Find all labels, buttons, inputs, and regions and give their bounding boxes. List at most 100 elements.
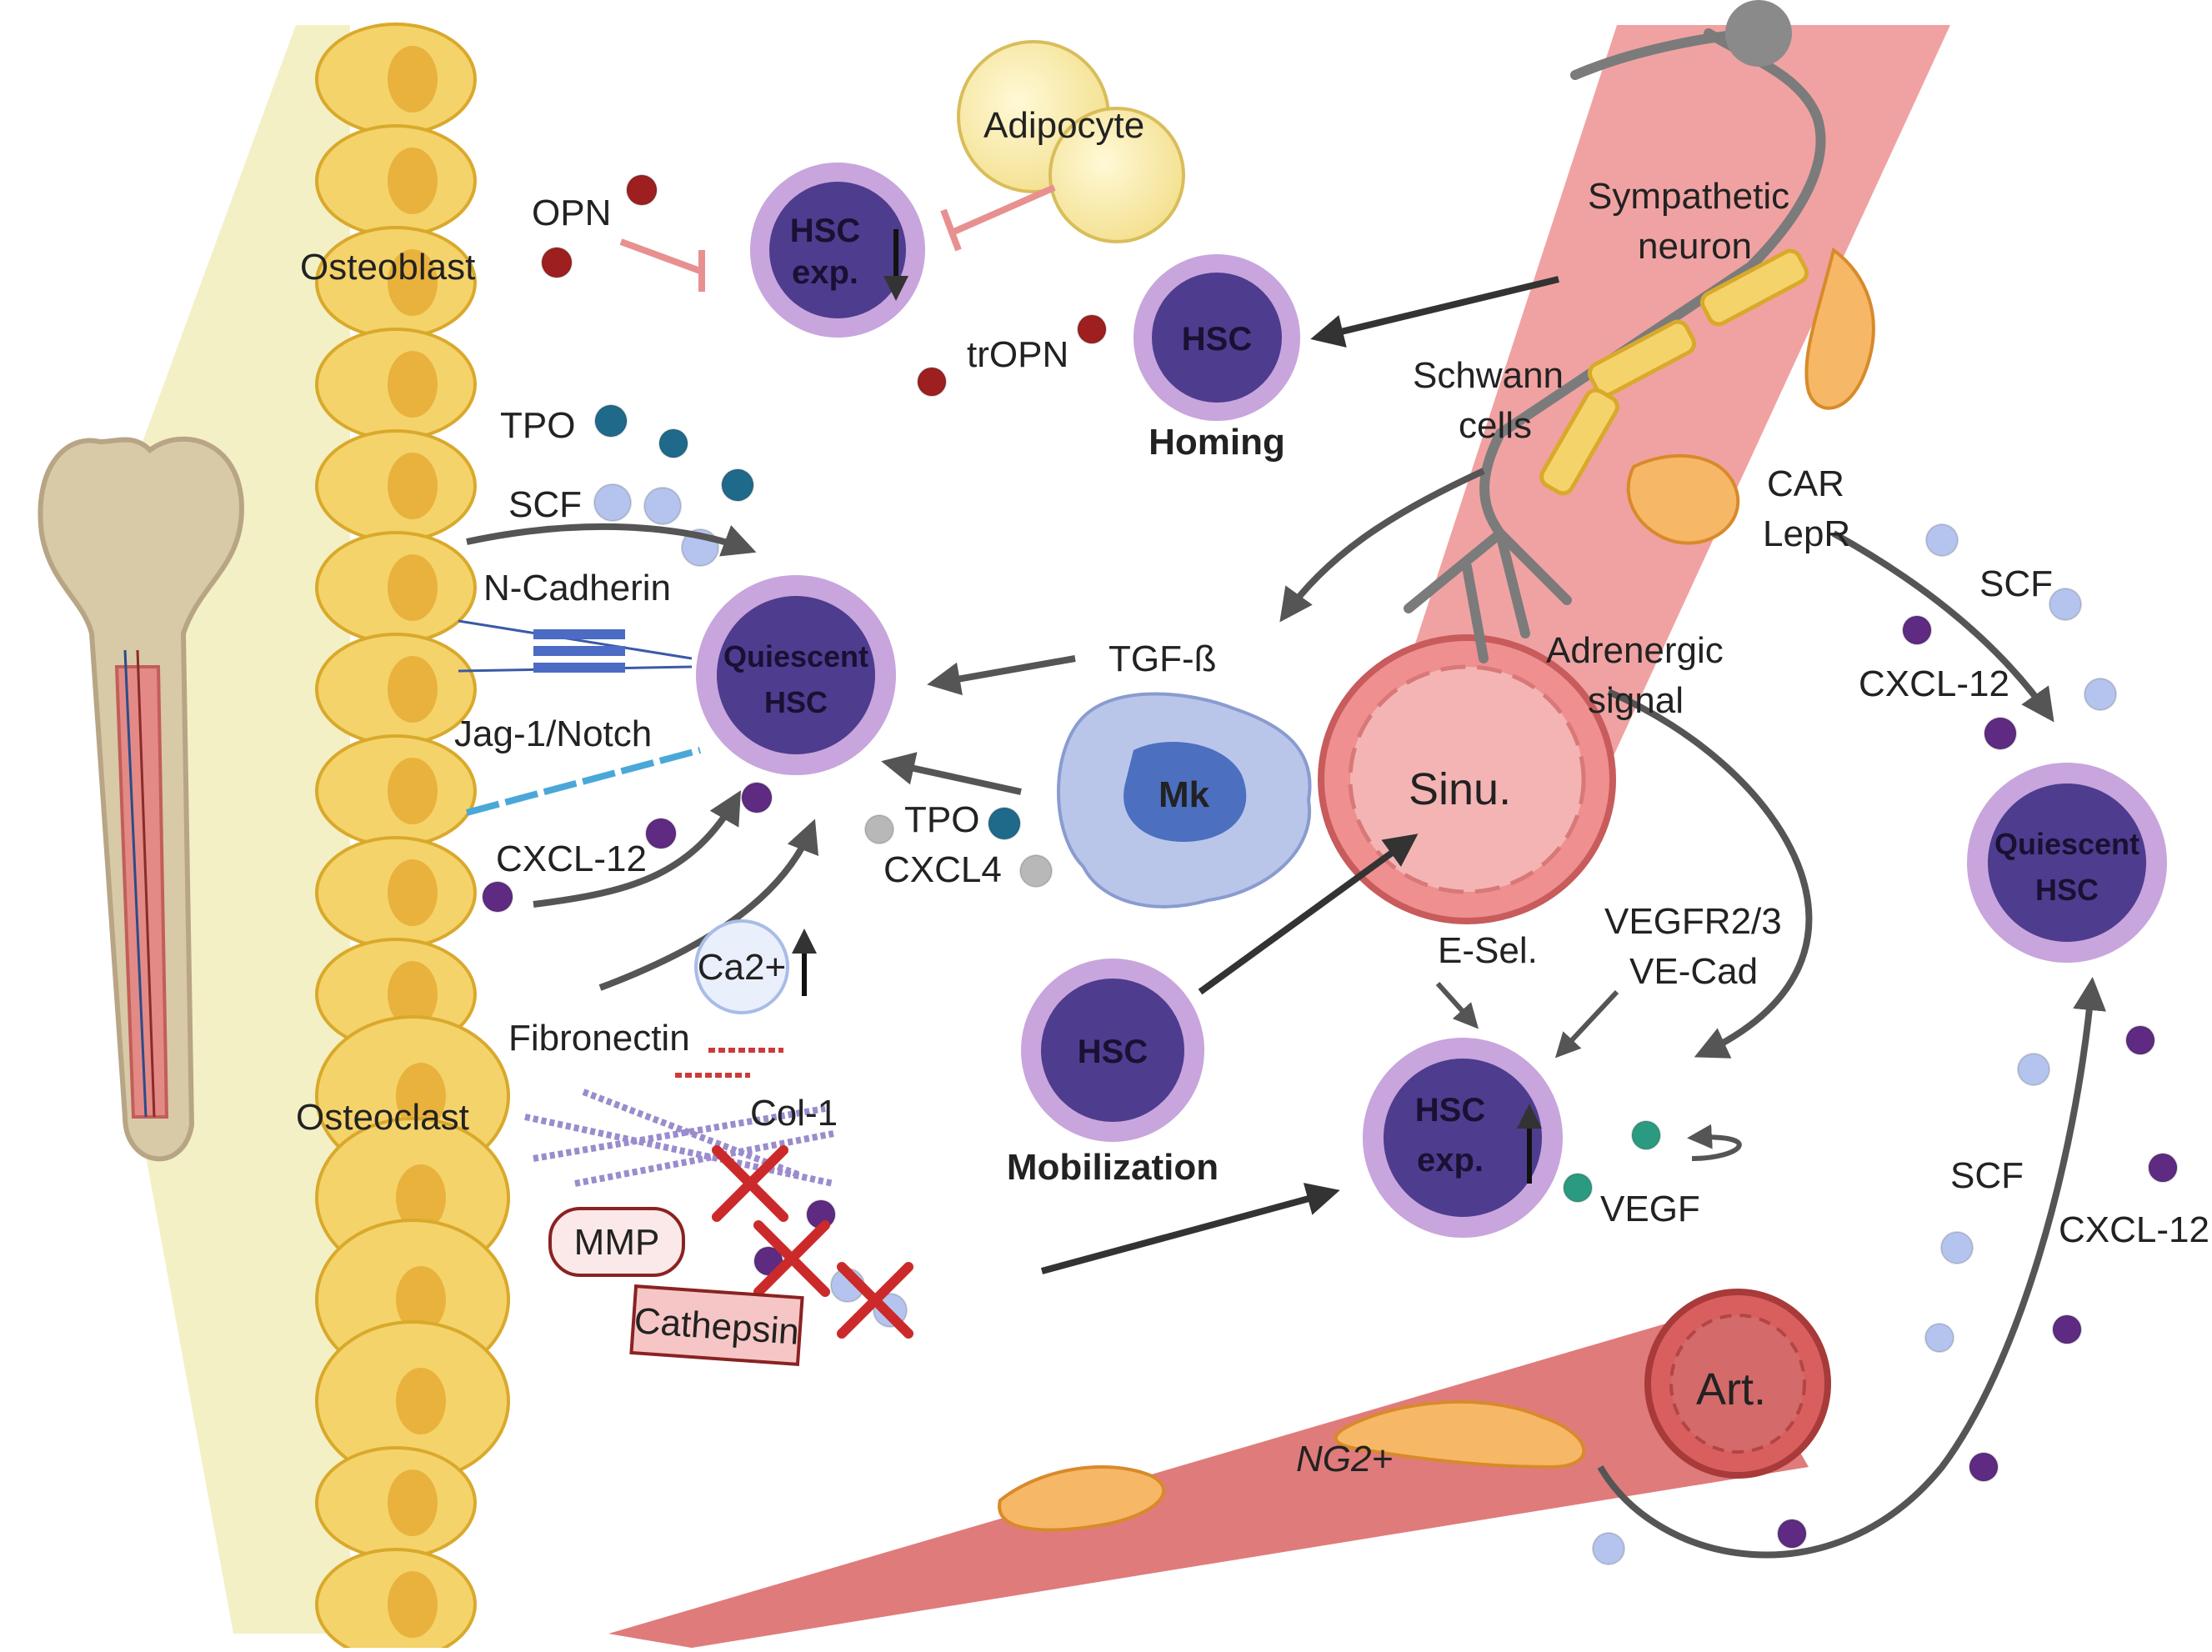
adipocyte-label: Adipocyte: [983, 105, 1144, 146]
esel-label: E-Sel.: [1438, 930, 1538, 971]
tropn-label: trOPN: [967, 334, 1068, 375]
tpo-molecule: [721, 468, 754, 502]
cxcl12-molecule: [1777, 1519, 1807, 1549]
cell-nucleus: [396, 1368, 446, 1434]
cxcl12-molecule: [1984, 717, 2017, 750]
cxcl12-molecule: [1969, 1452, 1999, 1482]
hsc-exp-up-line1: HSC: [1415, 1092, 1485, 1129]
scf-label-1: SCF: [508, 484, 582, 525]
quiescent-hsc-1-line1: Quiescent: [723, 639, 868, 673]
scf-molecule: [2084, 678, 2117, 711]
car-label: CAR: [1767, 463, 1844, 504]
tpo-label-1: TPO: [500, 405, 575, 446]
labels: Osteoblast Osteoclast OPN trOPN Adipocyt…: [296, 105, 2209, 1479]
sympathetic-label-2: neuron: [1638, 226, 1752, 267]
tpo-molecule: [1563, 1173, 1593, 1203]
ca2-label: Ca2+: [698, 947, 786, 988]
cxcl12-label-2: CXCL-12: [1859, 663, 2009, 704]
opn-molecule: [917, 367, 947, 397]
hsc-exp-up-line2: exp.: [1417, 1142, 1484, 1179]
cell-nucleus: [388, 656, 438, 723]
quiescent-hsc-endosteal: Quiescent HSC: [696, 575, 896, 775]
cxcl4-label: CXCL4: [883, 849, 1002, 890]
tpo-molecule: [658, 428, 688, 458]
gray-factor-molecule: [864, 814, 894, 844]
homing-label: Homing: [1149, 422, 1285, 463]
cell-nucleus: [388, 148, 438, 214]
cxcl12-molecule: [2125, 1025, 2155, 1055]
scf-molecule: [1592, 1532, 1625, 1565]
lepr-label: LepR: [1763, 513, 1850, 554]
tpo-molecule: [1631, 1120, 1661, 1150]
quiescent-hsc-1-line2: HSC: [764, 685, 828, 719]
ng2-pericyte-cells: [998, 1399, 1586, 1532]
cxcl12-molecule: [2052, 1314, 2082, 1344]
mmp-box: MMP: [548, 1207, 685, 1277]
quiescent-hsc-perivascular: Quiescent HSC: [1967, 763, 2167, 963]
sinusoid-label: Sinu.: [1409, 764, 1511, 814]
vegf-label: VEGF: [1600, 1189, 1700, 1229]
hsc-homing-label: HSC: [1182, 321, 1252, 358]
cell-nucleus: [388, 1469, 438, 1536]
hsc-expansion-decreased: HSC exp.: [750, 163, 925, 338]
quiescent-hsc-2-line2: HSC: [2035, 873, 2099, 907]
osteoclast-label: Osteoclast: [296, 1097, 469, 1138]
mobilization-label: Mobilization: [1007, 1147, 1219, 1188]
tgfb-label: TGF-ß: [1109, 638, 1217, 679]
factor-dots: [482, 174, 2178, 1565]
hsc-expansion-increased: HSC exp.: [1363, 1038, 1563, 1238]
cxcl12-molecule: [2148, 1153, 2178, 1183]
cathepsin-box: Cathepsin: [629, 1284, 804, 1367]
mk-label: Mk: [1159, 774, 1210, 815]
cxcl12-molecule: [741, 782, 773, 813]
gray-factor-molecule: [1019, 854, 1053, 888]
osteoblast-column: [315, 23, 510, 1652]
adrenergic-label-1: Adrenergic: [1546, 630, 1724, 671]
scf-molecule: [1940, 1231, 1974, 1264]
inhibition-crosses: [712, 1145, 913, 1339]
arrows: [466, 184, 2107, 1559]
cell-nucleus: [388, 249, 438, 316]
scf-label-3: SCF: [1950, 1155, 2024, 1196]
cxcl12-molecule: [645, 818, 677, 849]
col1-label: Col-1: [750, 1093, 838, 1134]
megakaryocyte: [1057, 692, 1312, 909]
arteriole-vessel: [608, 1289, 1831, 1648]
cell-nucleus: [388, 554, 438, 621]
arteriole-label: Art.: [1696, 1364, 1766, 1414]
opn-molecule: [626, 174, 658, 206]
calcium-bubble: Ca2+: [694, 919, 817, 1014]
sympathetic-neuron: [1404, 0, 1826, 663]
tpo-label-2: TPO: [904, 799, 979, 840]
cell-nucleus: [396, 1063, 446, 1129]
cell-nucleus: [388, 961, 438, 1028]
tpo-molecule: [594, 404, 628, 438]
ng2-label: NG2+: [1296, 1439, 1393, 1479]
adipocyte: [957, 40, 1185, 243]
femur-bone-illustration: [38, 436, 245, 1162]
cell-nucleus: [388, 46, 438, 113]
scf-molecule: [2017, 1053, 2050, 1086]
hsc-homing: HSC: [1134, 254, 1300, 421]
schwann-label-1: Schwann: [1413, 355, 1564, 396]
cell-nucleus: [388, 453, 438, 519]
cxcl12-label-3: CXCL-12: [2059, 1209, 2209, 1250]
cxcl12-molecule: [482, 881, 513, 913]
cell-nucleus: [388, 859, 438, 926]
hsc-exp-down-line2: exp.: [792, 254, 858, 291]
sympathetic-label-1: Sympathetic: [1588, 176, 1789, 217]
scf-molecule: [1924, 1323, 1954, 1353]
quiescent-hsc-2-line1: Quiescent: [1994, 827, 2139, 861]
vecad-label: VE-Cad: [1629, 951, 1758, 992]
jag-notch-label: Jag-1/Notch: [454, 713, 652, 754]
cell-nucleus: [388, 1571, 438, 1638]
scf-molecule: [593, 483, 632, 522]
tpo-molecule: [988, 807, 1021, 840]
ncadherin-label: N-Cadherin: [483, 568, 671, 608]
opn-label: OPN: [532, 193, 611, 233]
cell-nucleus: [388, 758, 438, 824]
adrenergic-label-2: signal: [1588, 680, 1684, 721]
cell-nucleus: [396, 1164, 446, 1231]
